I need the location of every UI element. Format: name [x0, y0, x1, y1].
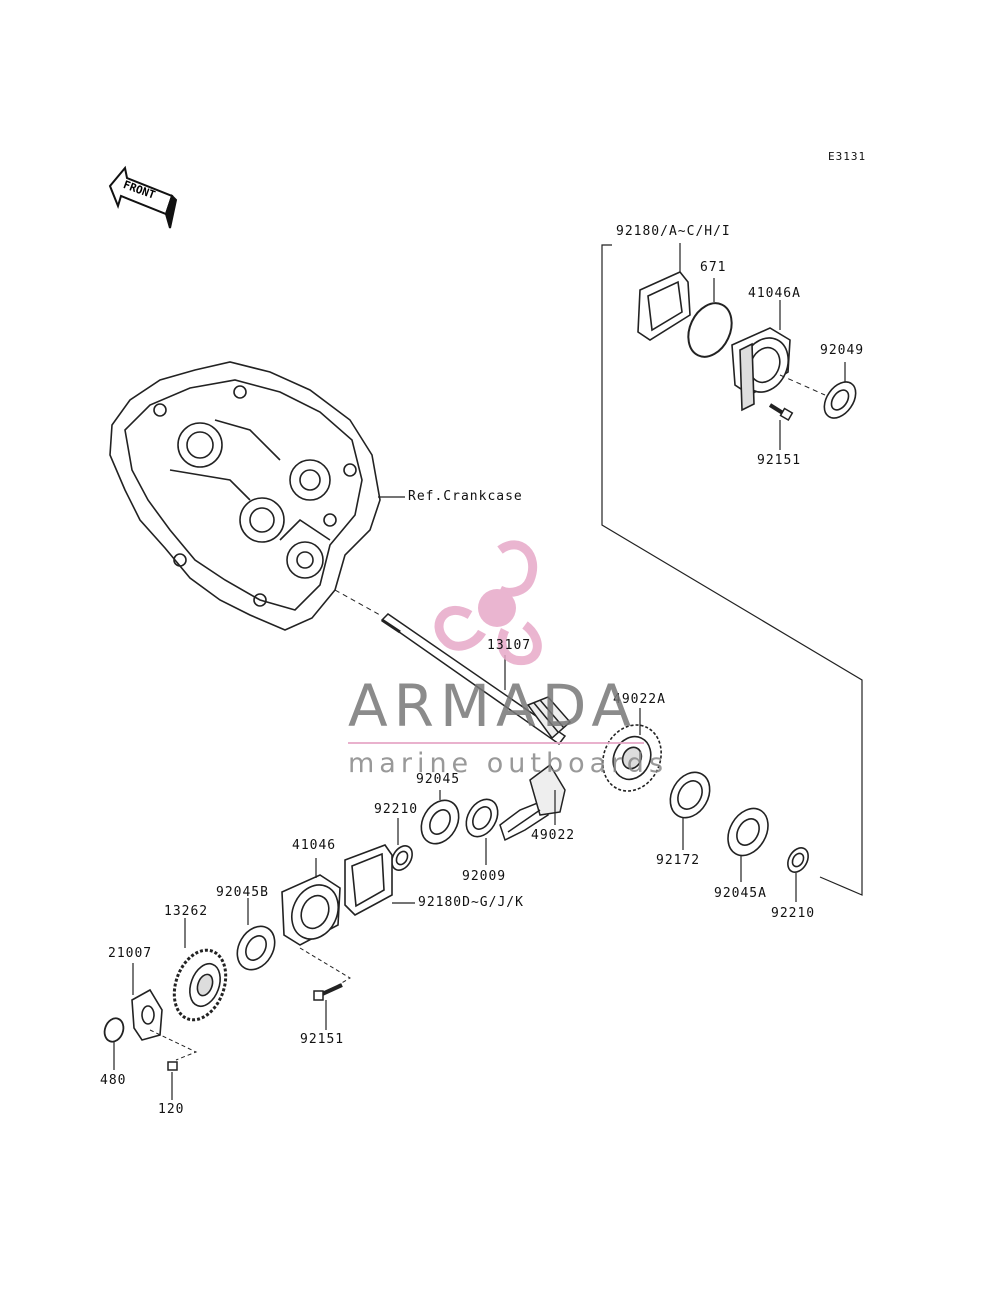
- front-arrow-icon: [108, 165, 178, 229]
- callout-label: 92210: [771, 906, 816, 921]
- callout-label: 49022: [531, 828, 576, 843]
- circlip-480: [103, 1017, 125, 1043]
- screw-leader: [149, 1029, 198, 1061]
- seal-92172: [669, 771, 711, 819]
- diagram-code: E3131: [828, 150, 867, 163]
- callout-label: 21007: [108, 946, 153, 961]
- circlip-92210-right: [787, 847, 809, 873]
- gasket-92180D: [344, 844, 393, 916]
- callout-label: 92045A: [714, 886, 767, 901]
- callout-label: 92009: [462, 869, 507, 884]
- oring-671: [687, 302, 733, 358]
- reference-label: Ref.Crankcase: [408, 489, 523, 504]
- callout-label: 49022A: [613, 692, 666, 707]
- bearing-92045: [420, 799, 460, 845]
- brand-logo-icon: [434, 540, 542, 666]
- bolt-92151-bottom: [313, 983, 343, 1001]
- gasket-92180A: [637, 271, 691, 341]
- center-line: [779, 374, 826, 396]
- seal-92009: [465, 798, 499, 838]
- callout-label: 41046A: [748, 286, 801, 301]
- screw-120: [167, 1061, 178, 1071]
- callout-label: 13262: [164, 904, 209, 919]
- plate-21007: [131, 988, 163, 1041]
- gear-49022A: [602, 724, 662, 792]
- callout-label: 671: [700, 260, 727, 275]
- bearing-92045B: [236, 925, 276, 971]
- gear-13262: [172, 948, 228, 1022]
- callout-label: 41046: [292, 838, 337, 853]
- crankcase: [109, 361, 381, 631]
- bevel-gear-49022: [499, 763, 566, 842]
- callout-label: 92045B: [216, 885, 269, 900]
- callout-label: 92049: [820, 343, 865, 358]
- bolt-leader: [299, 947, 351, 991]
- callout-label: 92210: [374, 802, 419, 817]
- circlip-92210-left: [391, 845, 413, 871]
- seal-92049: [823, 381, 857, 419]
- callout-label: 92172: [656, 853, 701, 868]
- brand-tagline: marine outboards: [348, 748, 669, 779]
- bearing-92045A: [727, 807, 769, 857]
- center-line: [334, 589, 381, 616]
- callout-label: 92151: [300, 1032, 345, 1047]
- callout-label: 92180D~G/J/K: [418, 895, 524, 910]
- callout-label: 92180/A~C/H/I: [616, 224, 731, 239]
- brand-name: ARMADA: [348, 672, 638, 740]
- callout-label: 92045: [416, 772, 461, 787]
- bolt-92151-top: [768, 403, 794, 421]
- callout-label: 480: [100, 1073, 127, 1088]
- housing-41046: [281, 874, 341, 946]
- brand-divider: [348, 742, 644, 744]
- shaft-13107: [380, 613, 572, 746]
- callout-label: 92151: [757, 453, 802, 468]
- callout-label: 13107: [487, 638, 532, 653]
- callout-label: 120: [158, 1102, 185, 1117]
- group-bracket: [601, 244, 863, 896]
- housing-41046A: [731, 327, 791, 412]
